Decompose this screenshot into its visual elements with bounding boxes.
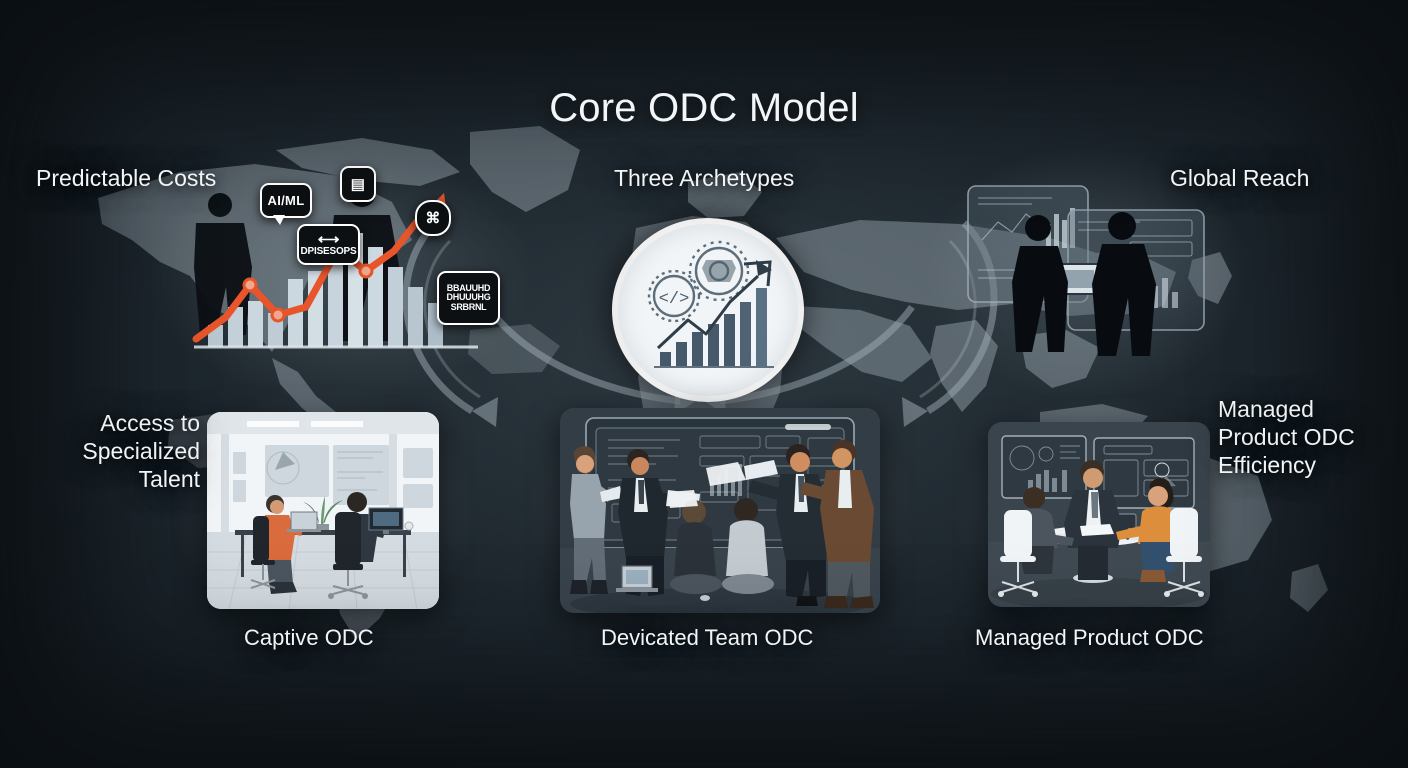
page-title: Core ODC Model: [549, 86, 859, 130]
data-network-icon[interactable]: ⌘: [415, 200, 451, 236]
devops-badge-label: DPISESOPS: [300, 245, 357, 257]
dedicated-team-odc-scene: [560, 408, 880, 613]
security-badge[interactable]: BBAUUHD DHUUUHG SRBRNL: [437, 271, 500, 325]
data-network-glyph: ⌘: [425, 209, 441, 227]
label-access-specialized-talent: Access to Specialized Talent: [82, 410, 200, 493]
slider-icon: ⟷: [317, 230, 340, 248]
ai-ml-badge[interactable]: AI/ML: [260, 183, 312, 225]
security-badge-line-3: SRBRNL: [450, 301, 487, 312]
global-reach-scene: [960, 170, 1210, 375]
label-global-reach: Global Reach: [1170, 165, 1310, 191]
label-managed-product-efficiency: Managed Product ODC Efficiency: [1218, 396, 1355, 479]
caption-managed-product-odc: Managed Product ODC: [975, 625, 1204, 650]
security-badge-line-2: DHUUUHG: [446, 292, 491, 303]
devops-badge[interactable]: ⟷ DPISESOPS: [297, 224, 360, 265]
label-three-archetypes: Three Archetypes: [614, 165, 795, 191]
label-predictable-costs: Predictable Costs: [36, 165, 217, 191]
captive-odc-scene: [207, 412, 439, 609]
caption-captive-odc: Captive ODC: [244, 625, 374, 650]
badge-pointer-tip: [273, 215, 285, 225]
cloud-chip-icon[interactable]: ▤: [340, 166, 376, 202]
caption-dedicated-team-odc: Devicated Team ODC: [601, 625, 814, 650]
svg-text:</>: </>: [659, 290, 690, 309]
flow-arrows: [380, 215, 1020, 515]
core-odc-emblem: </>: [618, 224, 798, 396]
managed-product-odc-scene: [988, 422, 1210, 607]
security-badge-line-1: BBAUUHD: [446, 282, 491, 293]
growth-chart-illustration: [186, 175, 486, 365]
cloud-chip-glyph: ▤: [350, 175, 366, 193]
ai-ml-badge-label: AI/ML: [267, 192, 305, 208]
